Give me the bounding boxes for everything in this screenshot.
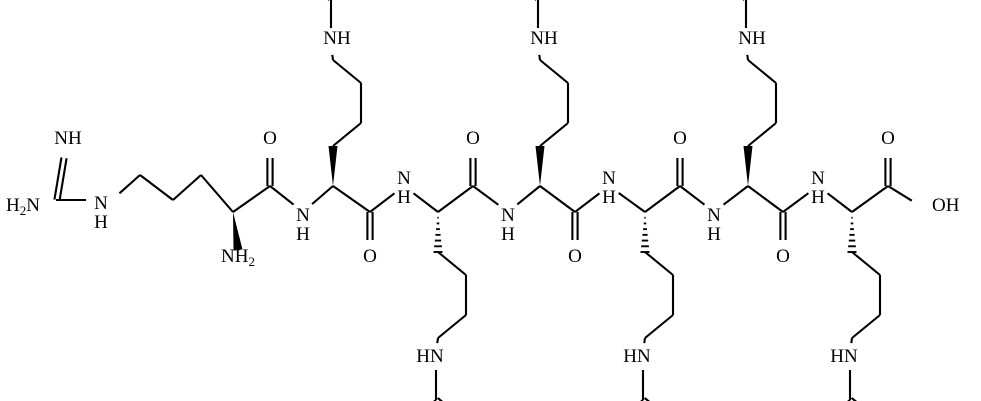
stereo-wedges xyxy=(233,146,857,253)
guanidine-1-amide-n: N xyxy=(94,193,108,214)
res-7-sc-b1 xyxy=(851,251,881,276)
res-4-sc-b3 xyxy=(539,59,569,84)
side-1-b1 xyxy=(118,174,141,195)
res-1-co-n-bond xyxy=(269,185,295,206)
amide-2-n: N xyxy=(397,168,411,189)
res-3-sc-b1 xyxy=(437,251,467,276)
amide-5-n: N xyxy=(707,205,721,226)
amide-2-h: H xyxy=(397,187,411,208)
res-5-guanidine-hn-label: HN xyxy=(623,346,651,367)
res-6-co-n-bond xyxy=(782,192,809,213)
side-1-b4 xyxy=(200,174,234,213)
res-5-co-n-bond xyxy=(679,185,706,206)
n-terminal-amine-label: NH2 xyxy=(221,246,255,269)
res-4-sc-b1 xyxy=(539,122,569,147)
guanidine-1-h2n-label: H2N xyxy=(6,195,40,218)
res-4-sc-n-bond xyxy=(538,54,542,61)
res-4-guanidine-nh-label: NH xyxy=(530,28,558,49)
res-6-stereo-wedge xyxy=(743,146,753,186)
res-5-n-ca-bond xyxy=(618,192,646,213)
res-2-ca-co-bond xyxy=(332,185,371,213)
res-4-n-ca-bond xyxy=(516,185,541,206)
res-1-amine-wedge xyxy=(233,212,243,251)
side-1-b2 xyxy=(139,174,174,201)
res-7-sc-n-bond xyxy=(850,337,854,344)
res-3-carbonyl-o-label: O xyxy=(466,128,480,149)
res-7-stereo-hash xyxy=(847,216,857,253)
res-7-n-ca-bond xyxy=(826,192,853,213)
amide-1-h: H xyxy=(296,224,310,245)
res-3-n-ca-bond xyxy=(412,192,439,213)
res-3-ca-co-bond xyxy=(437,185,474,213)
amide-3-n: N xyxy=(501,205,515,226)
amide-6-h: H xyxy=(811,187,825,208)
res-6-n-ca-bond xyxy=(722,185,749,206)
res-2-co-n-bond xyxy=(369,192,396,213)
res-7-ca-co-bond xyxy=(851,185,889,213)
amide-4-h: H xyxy=(602,187,616,208)
res-6-ca-co-bond xyxy=(747,185,784,213)
amide-1-n: N xyxy=(296,205,310,226)
res-6-sc-b3 xyxy=(747,59,777,84)
bond-network xyxy=(53,0,913,401)
res-7-carbonyl-o-label: O xyxy=(881,128,895,149)
guanidine-1-amide-h: H xyxy=(94,212,108,233)
c-terminal-c-oh-bond xyxy=(887,185,913,202)
res-5-sc-b3 xyxy=(644,314,674,339)
res-2-guanidine-nh-label: NH xyxy=(323,28,351,49)
res-6-guanidine-nh-label: NH xyxy=(738,28,766,49)
res-3-guanidine-hn-label: HN xyxy=(416,346,444,367)
side-1-b3 xyxy=(172,174,202,201)
guanidine-1-nh-label: NH xyxy=(54,128,82,149)
amide-4-n: N xyxy=(602,168,616,189)
atom-labels: H2NNHNHONH2NHONHHNNH2NHOHNNHH2NNHONHHNNH… xyxy=(6,28,960,367)
res-1-carbonyl-o-label: O xyxy=(263,128,277,149)
res-6-sc-b1 xyxy=(747,122,777,147)
res-6-carbonyl-o-label: O xyxy=(776,246,790,267)
res-7-guanidine-hn-label: HN xyxy=(830,346,858,367)
res-5-sc-b1 xyxy=(644,251,674,276)
res-2-n-ca-bond xyxy=(311,185,334,205)
res-2-stereo-wedge xyxy=(328,146,338,186)
res-4-co-n-bond xyxy=(574,192,601,213)
guanidine-1-imine-bond-b xyxy=(53,157,63,200)
res-2-sc-b1 xyxy=(332,122,362,147)
res-3-co-n-bond xyxy=(472,185,499,206)
res-6-sc-n-bond xyxy=(746,54,750,61)
res-4-ca-co-bond xyxy=(539,185,576,213)
res-2-carbonyl-o-label: O xyxy=(363,246,377,267)
res-5-sc-n-bond xyxy=(643,337,647,344)
res-2-sc-n-bond xyxy=(331,54,335,61)
guanidine-1-imine-bond-a xyxy=(58,158,68,201)
res-1-ca-co-bond xyxy=(232,185,271,213)
res-4-stereo-wedge xyxy=(535,146,545,186)
res-3-sc-b3 xyxy=(437,314,467,339)
res-5-ca-co-bond xyxy=(644,185,681,213)
amide-5-h: H xyxy=(707,224,721,245)
amide-3-h: H xyxy=(501,224,515,245)
res-5-stereo-hash xyxy=(640,216,650,253)
c-terminal-oh-label: OH xyxy=(932,195,960,216)
res-7-sc-b3 xyxy=(851,314,881,339)
amide-6-n: N xyxy=(811,168,825,189)
res-4-carbonyl-o-label: O xyxy=(568,246,582,267)
res-3-stereo-hash xyxy=(433,216,443,253)
res-3-sc-n-bond xyxy=(436,337,440,344)
res-5-carbonyl-o-label: O xyxy=(673,128,687,149)
res-2-sc-b3 xyxy=(332,59,362,84)
